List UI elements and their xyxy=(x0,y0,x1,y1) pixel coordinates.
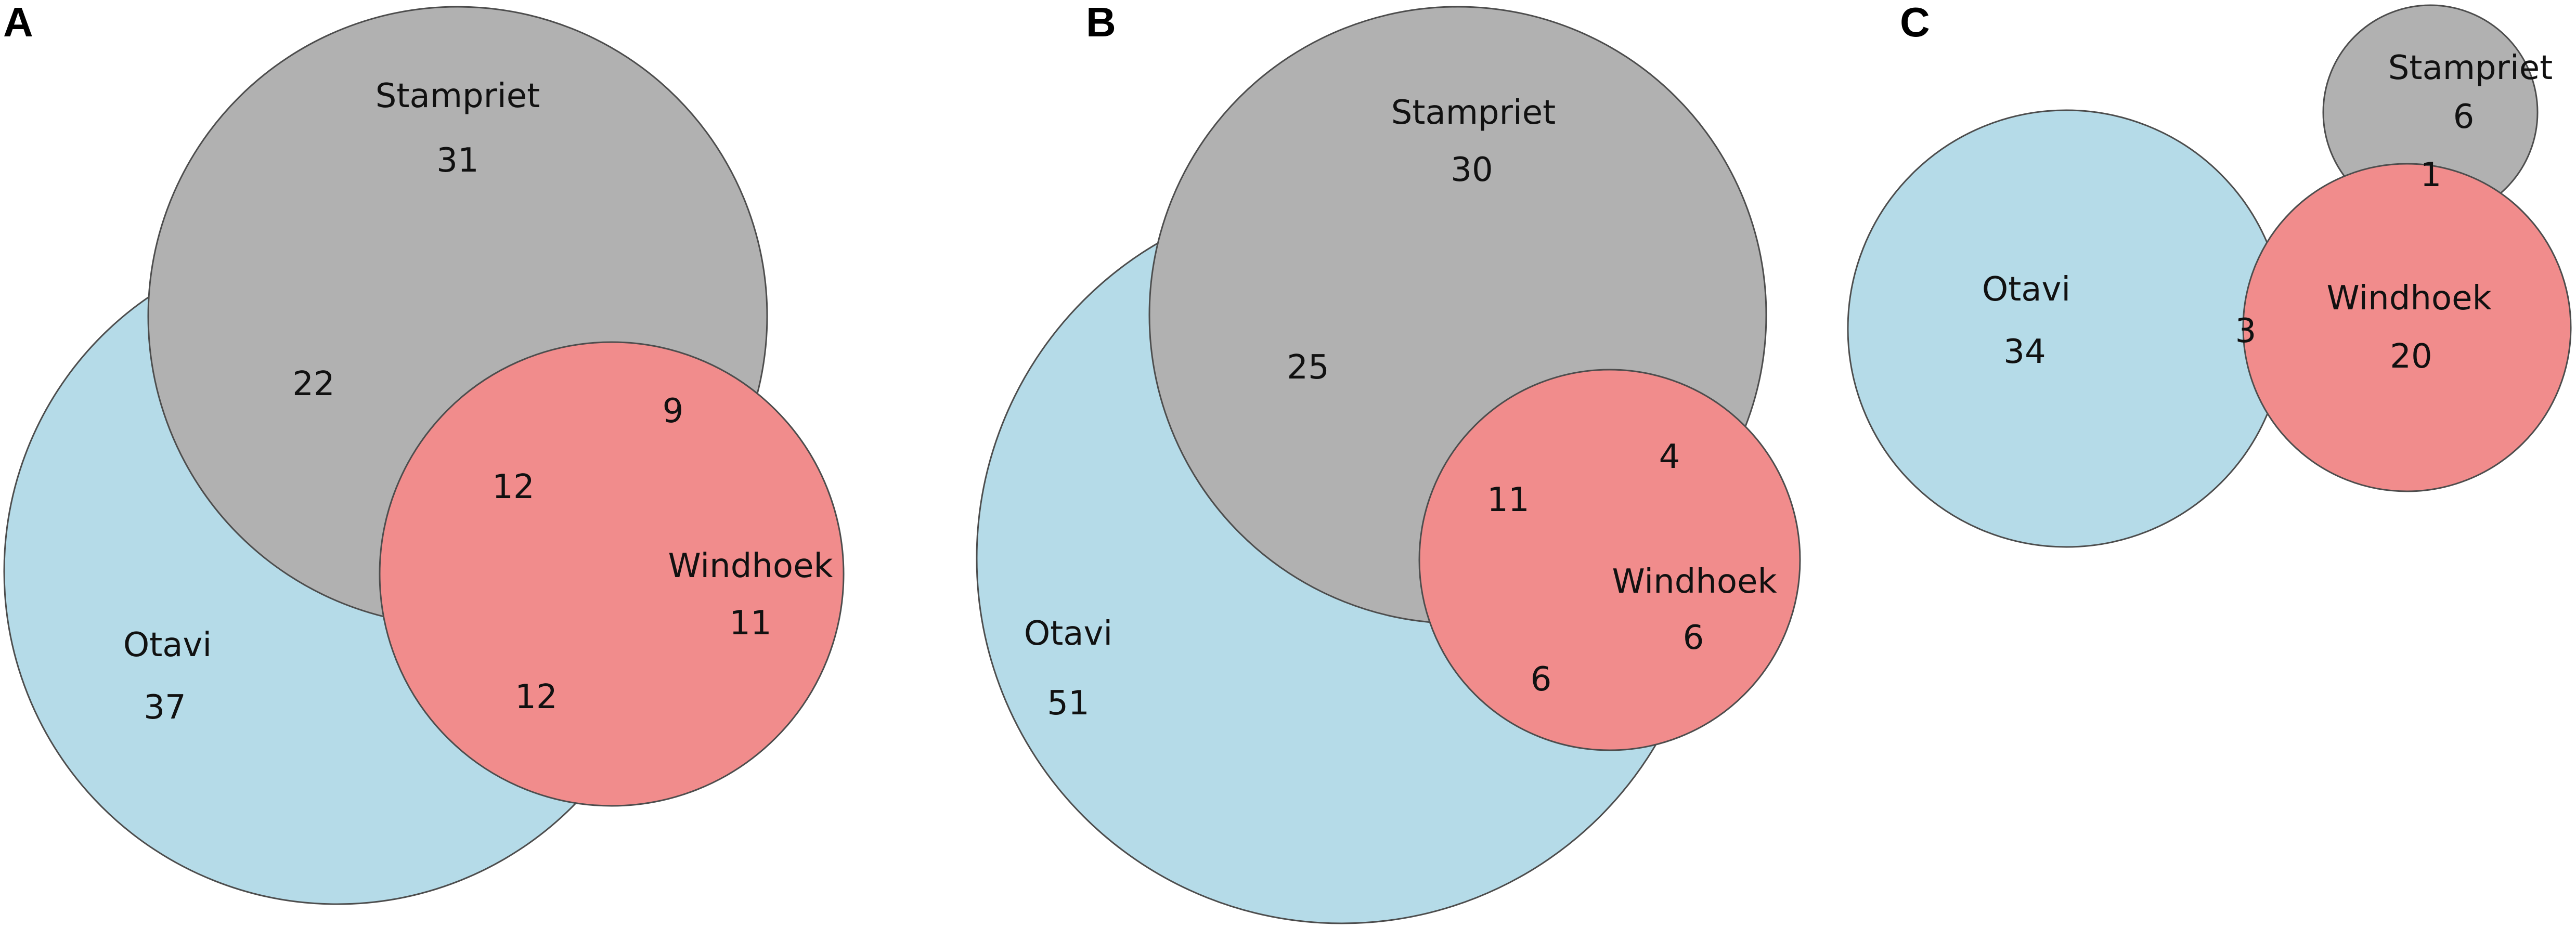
panel-c-stampriet-count: 6 xyxy=(2453,98,2475,136)
panel-a-otavi-count: 37 xyxy=(144,688,186,727)
panel-a-stampriet-windhoek-count: 9 xyxy=(663,392,684,430)
panel-b-otavi-count: 51 xyxy=(1047,684,1089,723)
panel-a-windhoek-label: Windhoek xyxy=(668,547,833,585)
panel-b-windhoek-count: 6 xyxy=(1683,619,1704,657)
panel-c-windhoek-count: 20 xyxy=(2390,337,2432,376)
panel-c-otavi-label: Otavi xyxy=(1982,270,2070,309)
panel-a-letter: A xyxy=(3,0,33,45)
panel-b-otavi-windhoek-count: 6 xyxy=(1531,660,1552,699)
panel-c-otavi-windhoek-count: 3 xyxy=(2235,312,2257,350)
panel-b-stampriet-windhoek-count: 4 xyxy=(1659,438,1680,476)
panel-c-otavi-count: 34 xyxy=(2003,333,2046,371)
panel-a-windhoek-circle xyxy=(379,341,845,807)
panel-b-stampriet-count: 30 xyxy=(1451,151,1493,189)
panel-a-circles xyxy=(3,6,845,905)
panel-b-stampriet-label: Stampriet xyxy=(1391,94,1556,132)
panel-c: C Stampriet 6 Otavi 34 Windhoek 20 1 3 xyxy=(1847,0,2572,548)
panel-c-stampriet-windhoek-count: 1 xyxy=(2420,156,2442,194)
panel-a-otavi-windhoek-count: 12 xyxy=(515,678,557,716)
panel-a: A Stampriet 31 Otavi 37 Windhoek 11 22 9… xyxy=(3,0,845,905)
panel-a-otavi-stampriet-count: 22 xyxy=(292,365,334,403)
panel-b-letter: B xyxy=(1086,0,1116,45)
panel-b: B Stampriet 30 Otavi 51 Windhoek 6 25 4 … xyxy=(976,0,1801,924)
panel-b-circles xyxy=(976,6,1801,924)
panel-c-windhoek-label: Windhoek xyxy=(2327,279,2492,318)
panel-c-otavi-circle xyxy=(1847,109,2286,548)
panel-b-all-three-count: 11 xyxy=(1487,481,1529,519)
panel-b-otavi-stampriet-count: 25 xyxy=(1287,348,1329,387)
panel-a-all-three-count: 12 xyxy=(492,468,534,506)
panel-c-letter: C xyxy=(1900,0,1930,45)
panel-a-otavi-label: Otavi xyxy=(123,626,212,664)
panel-c-circles xyxy=(1847,4,2572,548)
panel-a-windhoek-count: 11 xyxy=(729,604,771,643)
panel-b-windhoek-circle xyxy=(1418,369,1801,751)
panel-b-otavi-label: Otavi xyxy=(1024,615,1112,653)
panel-a-stampriet-count: 31 xyxy=(436,141,478,180)
panel-c-stampriet-label: Stampriet xyxy=(2388,49,2553,87)
panel-b-windhoek-label: Windhoek xyxy=(1612,563,1777,601)
panel-a-stampriet-label: Stampriet xyxy=(376,77,540,115)
panel-c-windhoek-circle xyxy=(2242,163,2572,492)
